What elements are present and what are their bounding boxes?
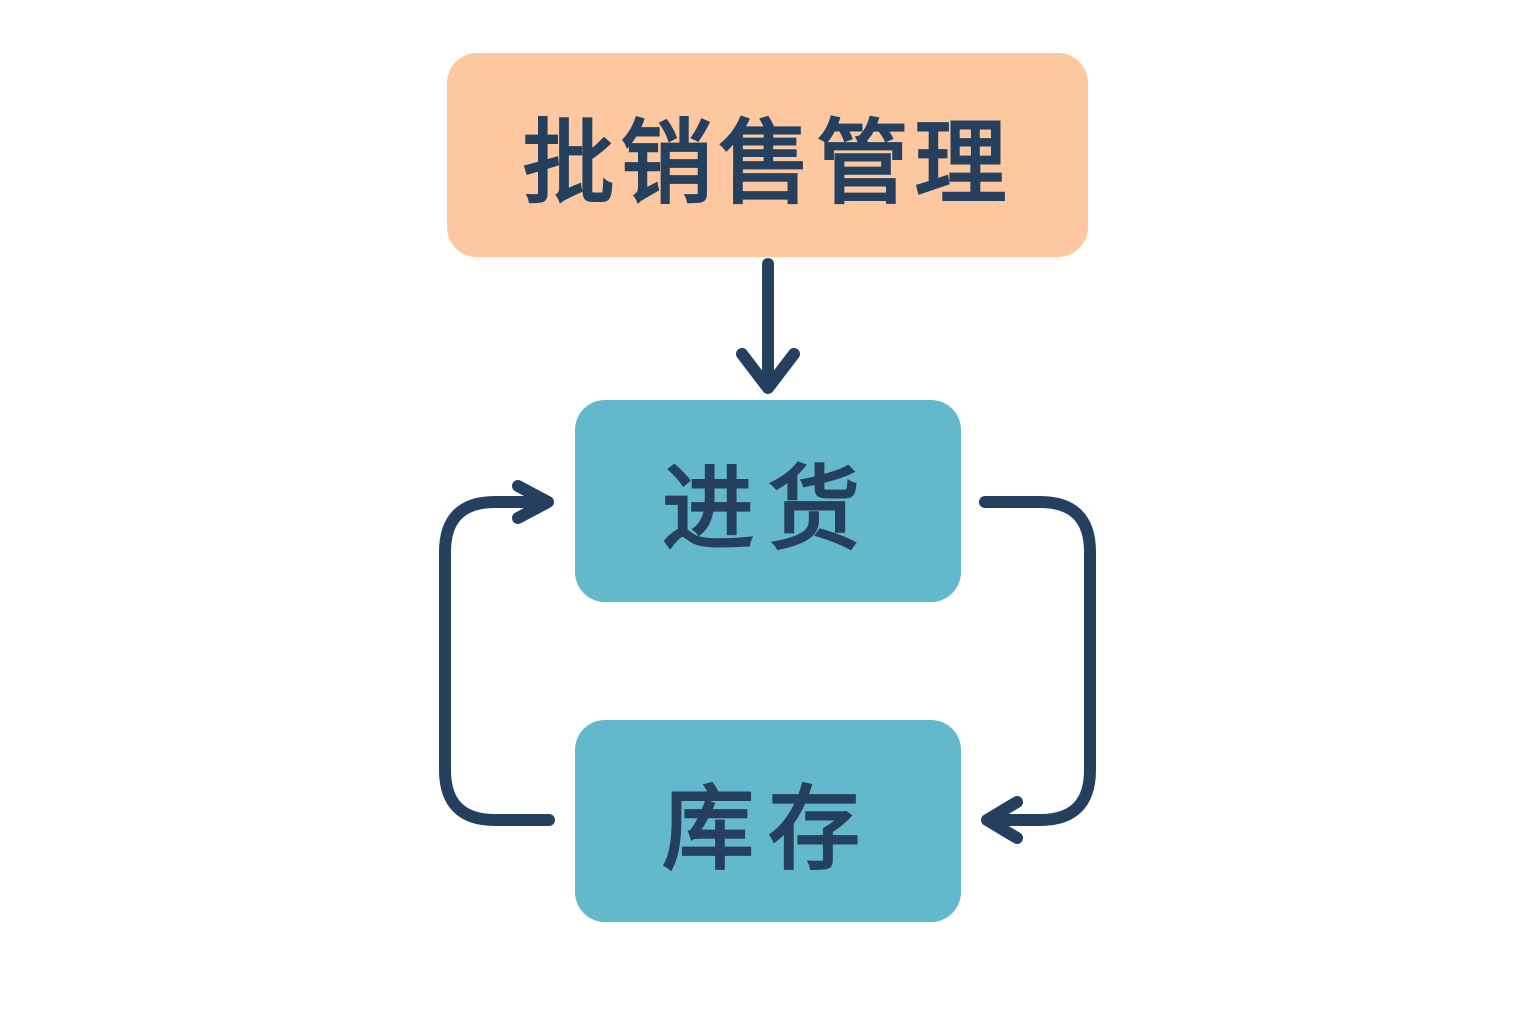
inventory-node: 库存: [575, 720, 961, 922]
node-label: 库存: [661, 775, 874, 883]
node-label: 批销售管理: [522, 109, 1013, 217]
wholesale-management-node: 批销售管理: [447, 53, 1088, 257]
node-label: 进货: [661, 455, 874, 563]
arrow-stock-to-purchase: [439, 480, 555, 826]
purchase-node: 进货: [575, 400, 961, 602]
arrow-purchase-to-stock: [979, 496, 1096, 844]
arrow-top-to-purchase: [736, 258, 800, 394]
